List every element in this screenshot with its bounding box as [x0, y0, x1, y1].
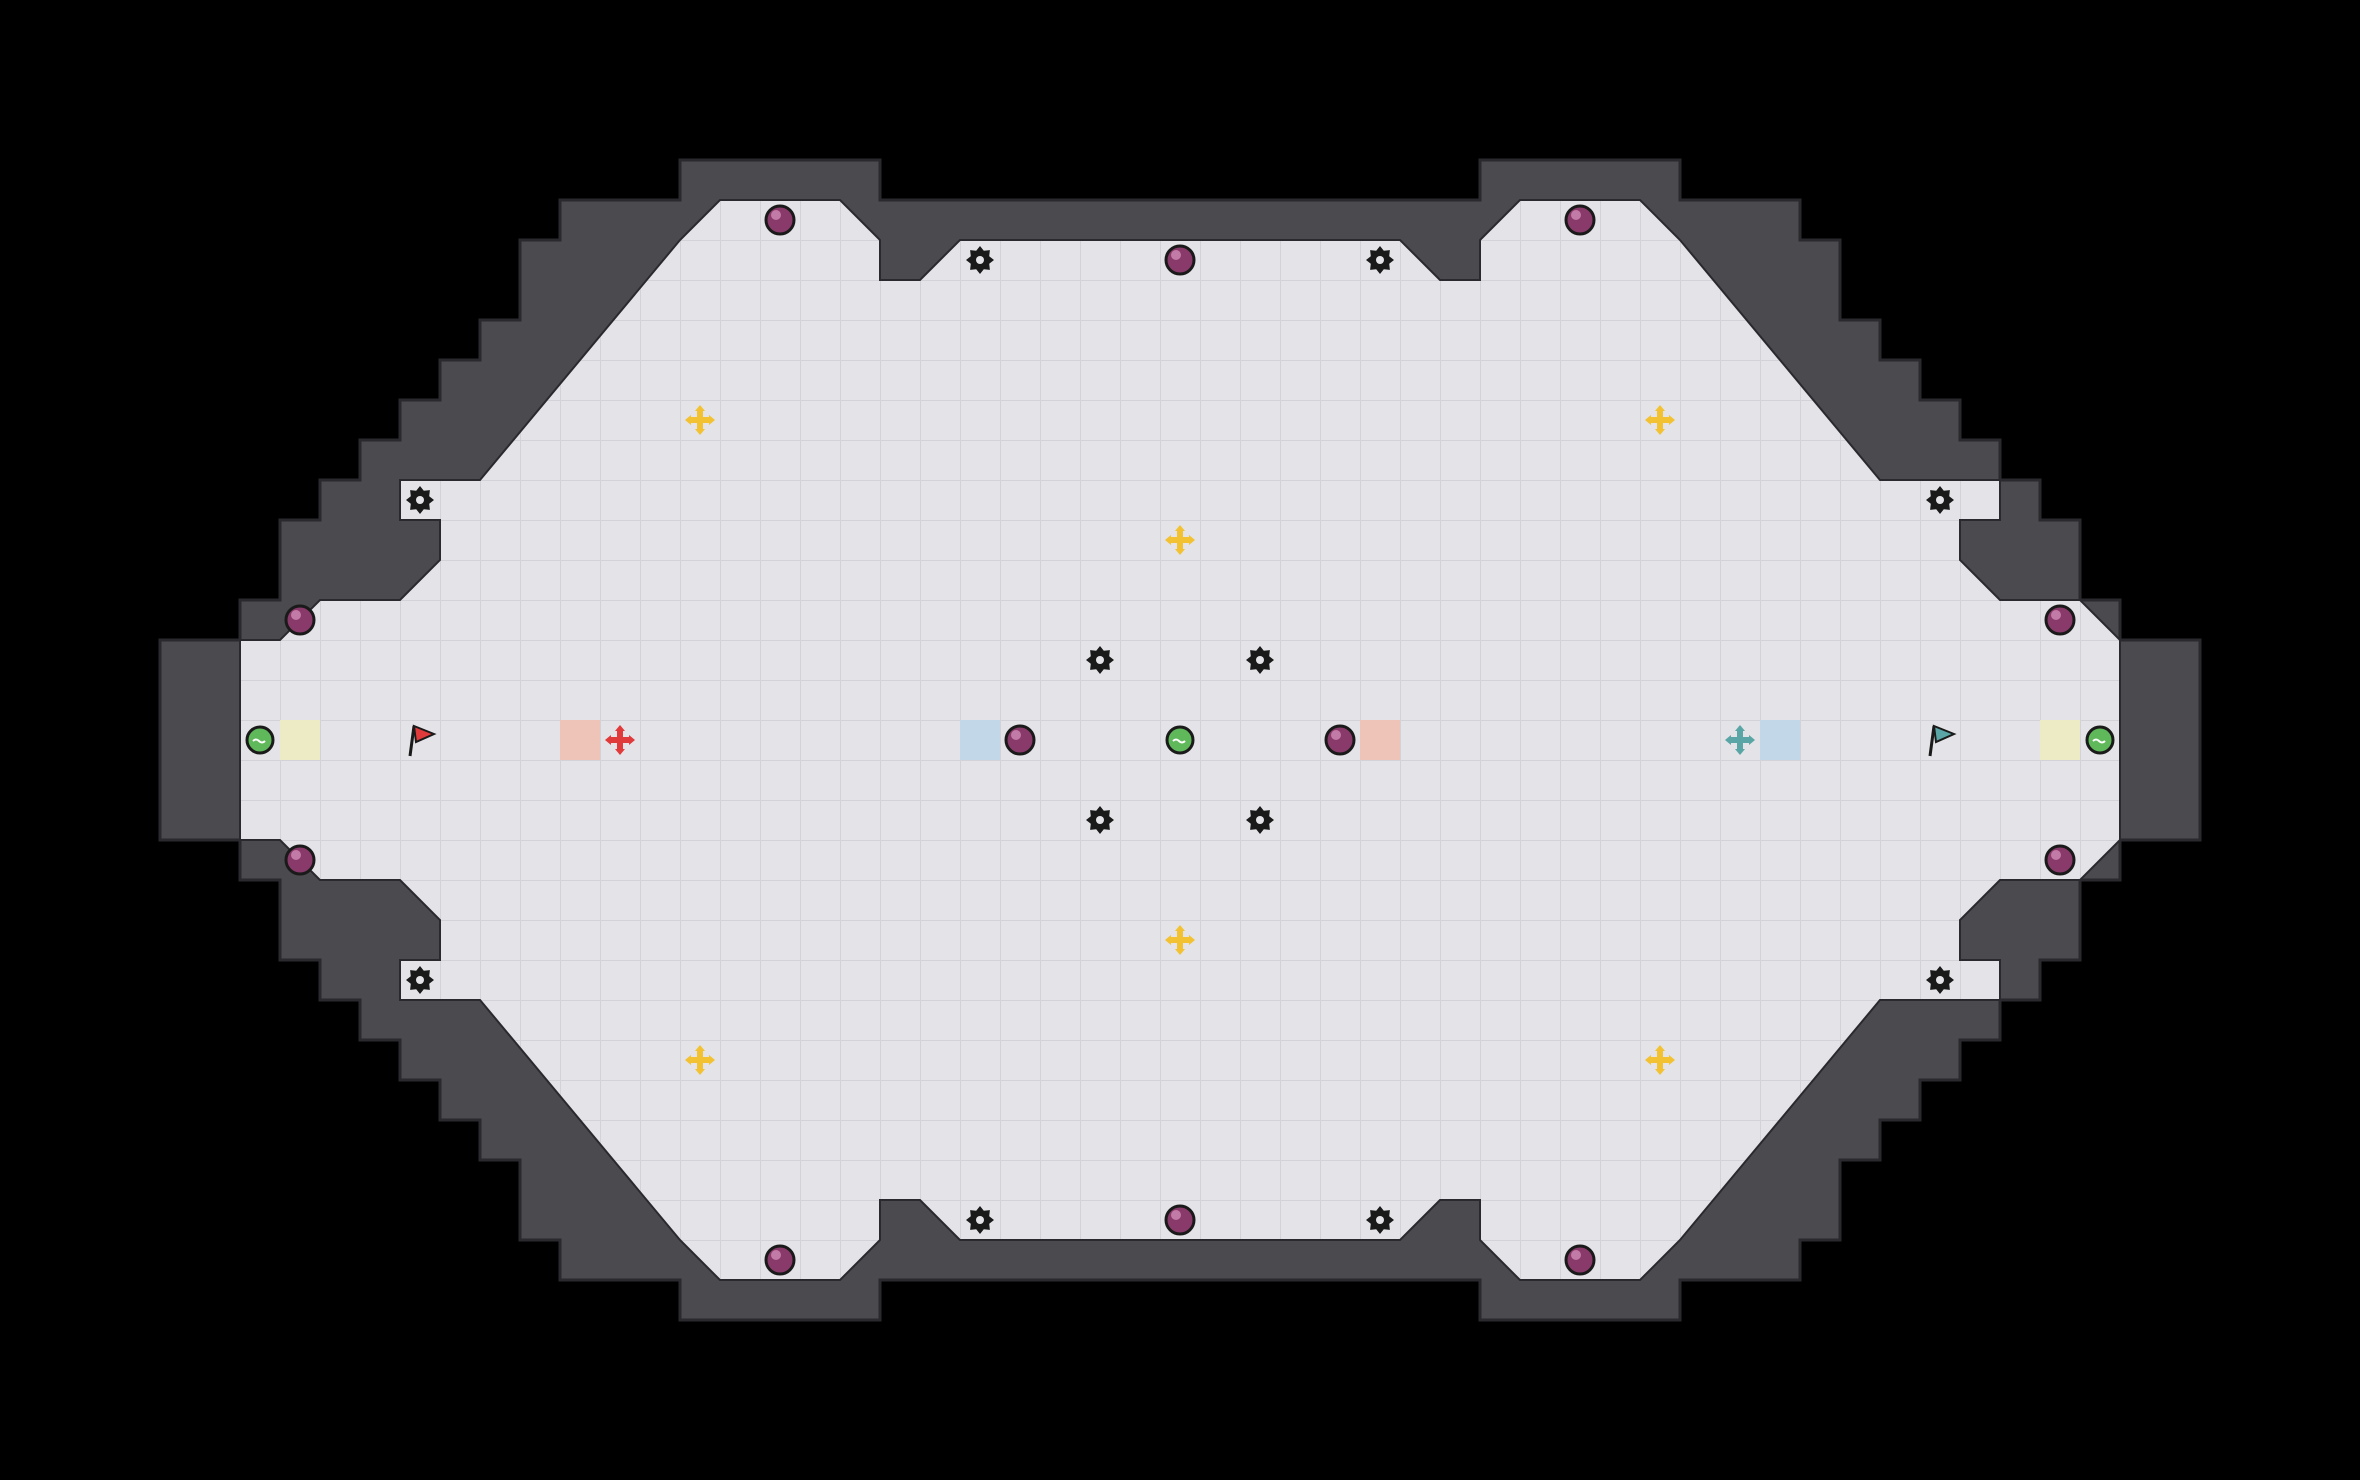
blue-flag-icon — [1928, 724, 1957, 757]
spike-icon — [1246, 646, 1274, 674]
bomb-icon — [1324, 724, 1356, 756]
powerup-icon — [685, 405, 715, 435]
powerup-icon — [685, 1045, 715, 1075]
blue-tile — [960, 720, 1000, 760]
powerup-icon — [1165, 525, 1195, 555]
bomb-icon — [1564, 1244, 1596, 1276]
blue-boost-icon — [1725, 725, 1755, 755]
spike-icon — [1246, 806, 1274, 834]
spike-icon — [406, 486, 434, 514]
spike-icon — [1086, 646, 1114, 674]
spike-icon — [1086, 806, 1114, 834]
spike-icon — [966, 246, 994, 274]
objects-layer — [245, 204, 2115, 1276]
blue-tile — [1760, 720, 1800, 760]
spike-icon — [1926, 486, 1954, 514]
spike-icon — [966, 1206, 994, 1234]
bomb-icon — [284, 844, 316, 876]
yellow-tile — [2040, 720, 2080, 760]
powerup-icon — [1645, 405, 1675, 435]
tiles-layer — [280, 720, 2080, 760]
red-tile — [1360, 720, 1400, 760]
bomb-icon — [2044, 604, 2076, 636]
red-tile — [560, 720, 600, 760]
bomb-icon — [284, 604, 316, 636]
button-icon — [1165, 725, 1195, 755]
button-icon — [2085, 725, 2115, 755]
spike-icon — [1366, 246, 1394, 274]
spike-icon — [406, 966, 434, 994]
red-flag-icon — [408, 724, 437, 757]
bomb-icon — [1164, 244, 1196, 276]
powerup-icon — [1645, 1045, 1675, 1075]
red-boost-icon — [605, 725, 635, 755]
bomb-icon — [2044, 844, 2076, 876]
bomb-icon — [1004, 724, 1036, 756]
bomb-icon — [764, 204, 796, 236]
button-icon — [245, 725, 275, 755]
powerup-icon — [1165, 925, 1195, 955]
bomb-icon — [764, 1244, 796, 1276]
yellow-tile — [280, 720, 320, 760]
spike-icon — [1366, 1206, 1394, 1234]
bomb-icon — [1564, 204, 1596, 236]
bomb-icon — [1164, 1204, 1196, 1236]
spike-icon — [1926, 966, 1954, 994]
